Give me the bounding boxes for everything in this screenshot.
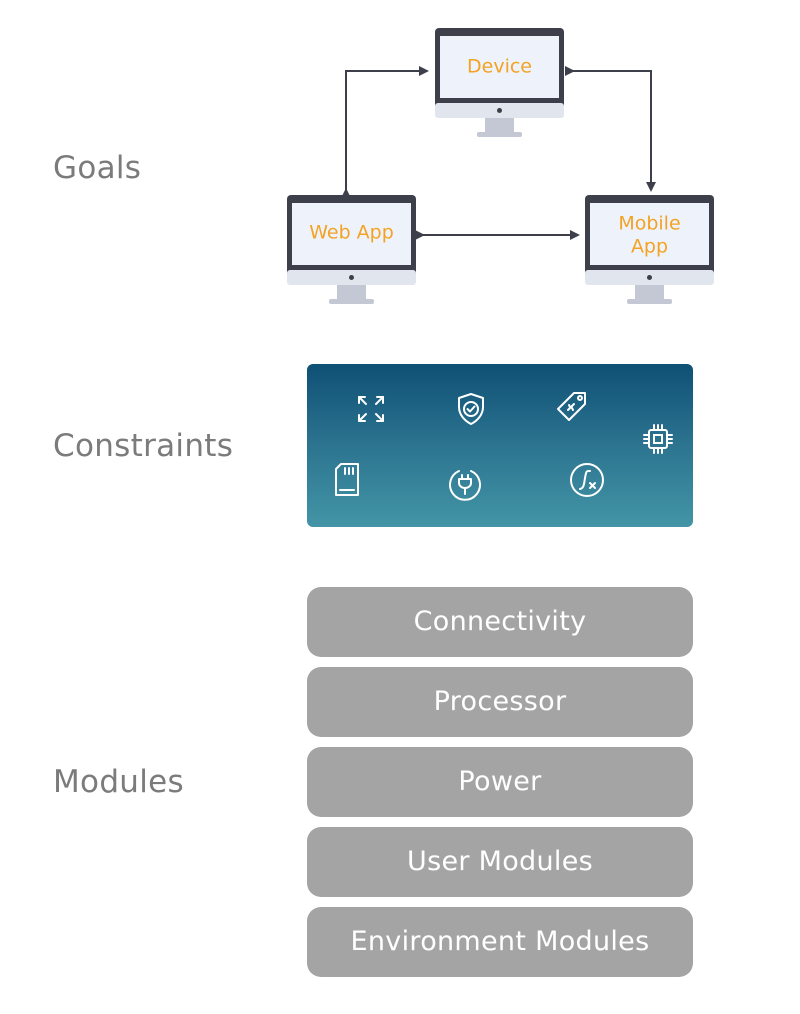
constraints-panel: [307, 364, 693, 527]
price-tag-icon: [554, 389, 590, 425]
goals-diagram: Device Web App Mobile App: [287, 28, 714, 304]
mobileapp-label-line2: App: [631, 236, 668, 258]
connector-device-webapp: [341, 66, 429, 198]
goals-label: Goals: [53, 150, 142, 186]
shield-check-icon: [453, 391, 489, 427]
module-processor: Processor: [307, 667, 693, 737]
math-function-icon: [569, 462, 605, 498]
mobileapp-monitor: Mobile App: [585, 195, 714, 304]
chip-icon: [640, 421, 676, 457]
connector-device-mobileapp: [565, 66, 656, 192]
module-connectivity: Connectivity: [307, 587, 693, 657]
webapp-monitor: Web App: [287, 195, 416, 304]
webapp-label: Web App: [309, 222, 394, 244]
constraints-label: Constraints: [53, 428, 234, 464]
device-monitor: Device: [435, 28, 564, 137]
module-environment-modules: Environment Modules: [307, 907, 693, 977]
expand-icon: [353, 391, 389, 427]
modules-label: Modules: [53, 764, 184, 800]
memory-card-icon: [329, 462, 365, 498]
device-label: Device: [467, 56, 532, 78]
module-power: Power: [307, 747, 693, 817]
module-user-modules: User Modules: [307, 827, 693, 897]
mobileapp-label-line1: Mobile: [618, 213, 680, 235]
power-plug-icon: [447, 465, 483, 501]
